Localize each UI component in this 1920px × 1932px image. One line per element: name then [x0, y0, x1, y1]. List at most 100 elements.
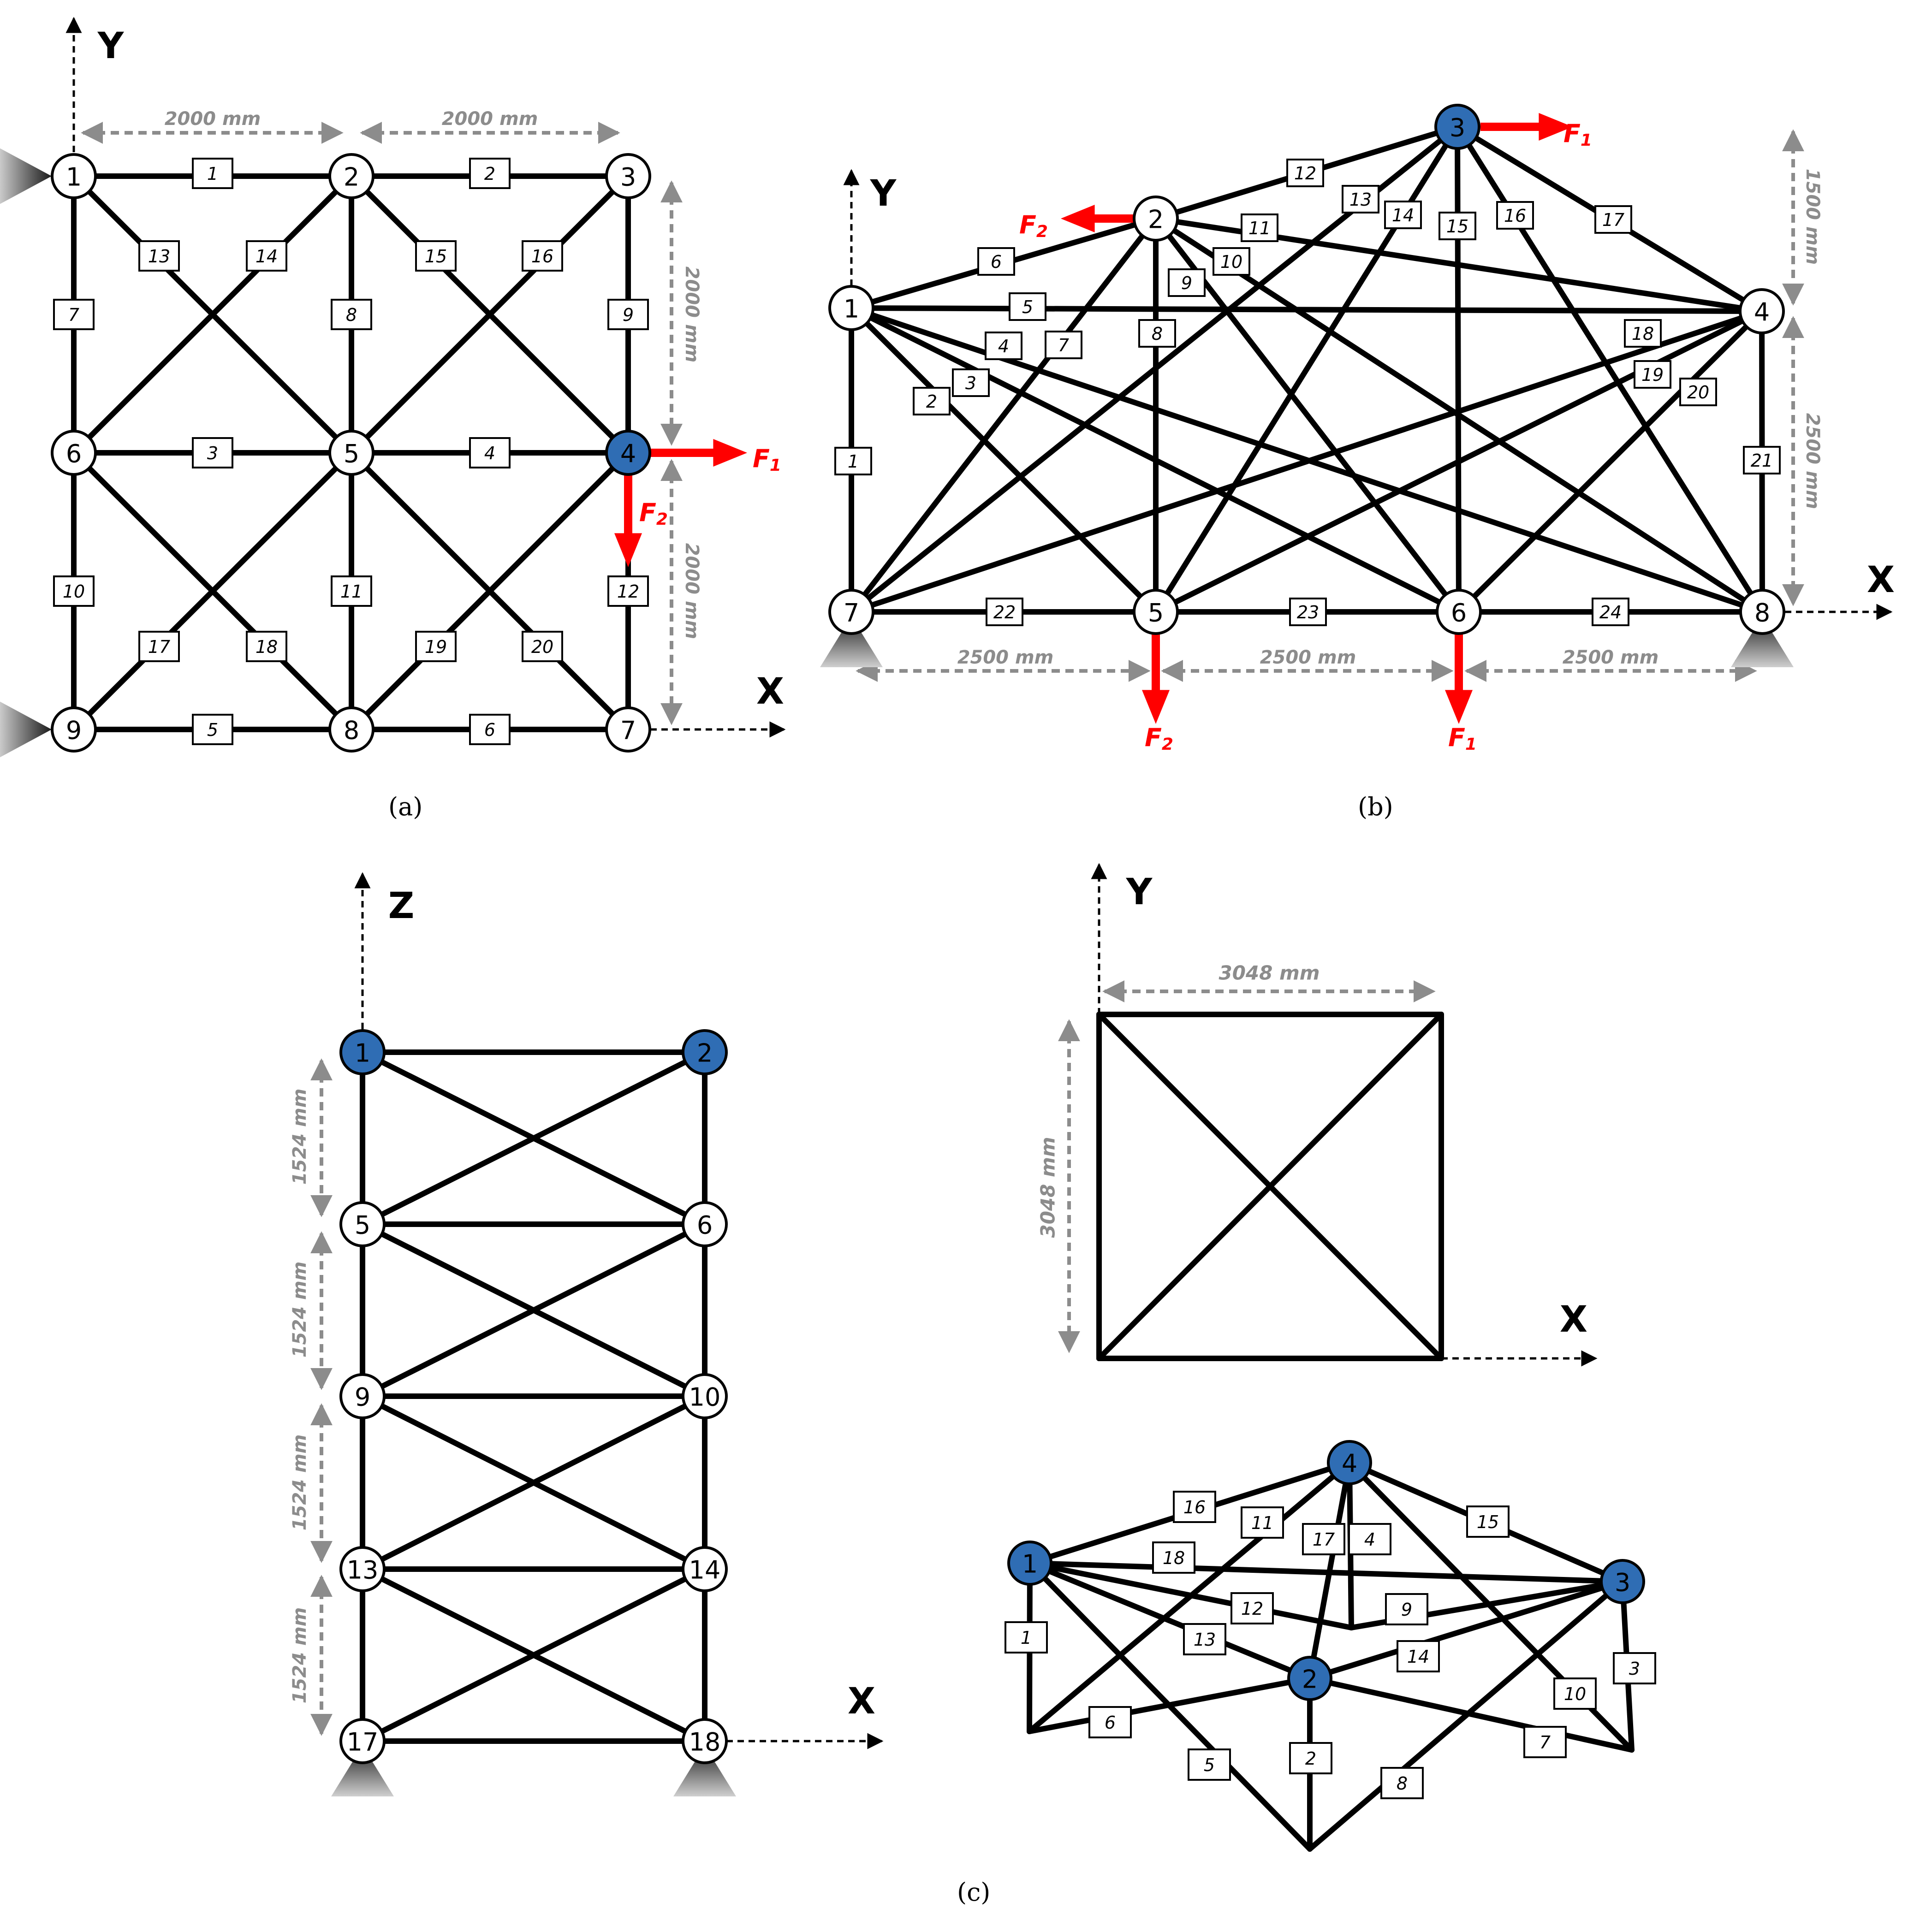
- dim-a-top-1-label: 2000 mm: [165, 108, 261, 130]
- member-cl-17: [360, 1221, 707, 1399]
- node-a-2-label: 2: [344, 163, 359, 192]
- dim-b-bottom-3-label: 2500 mm: [1563, 647, 1659, 668]
- element-cb-14-box: [1397, 1640, 1440, 1672]
- node-cb-3-label: 3: [1615, 1568, 1630, 1597]
- force-b-f2-bottom-head: [1142, 690, 1170, 724]
- element-a-7-box: [53, 299, 95, 330]
- node-a-1: [51, 153, 97, 199]
- element-b-7-text: 7: [1058, 335, 1069, 356]
- force-a-f2-label: F2: [639, 498, 668, 529]
- force-b-f1-bottom-label: F1: [1448, 723, 1477, 754]
- element-cb-10-box: [1553, 1677, 1597, 1710]
- member-cb-12: [1027, 1560, 1354, 1630]
- element-a-5-box: [192, 714, 233, 745]
- element-b-3-box: [952, 368, 990, 397]
- element-b-23-text: 23: [1297, 602, 1319, 622]
- element-a-8-box: [331, 299, 372, 330]
- member-cb-14: [1307, 1579, 1625, 1681]
- node-cl-13: [339, 1546, 386, 1592]
- node-b-5: [1133, 589, 1179, 635]
- element-a-11-box: [331, 575, 372, 607]
- support-b-node-8: [1731, 616, 1794, 667]
- element-a-14-box: [246, 240, 287, 272]
- node-b-8-label: 8: [1754, 599, 1770, 628]
- node-b-4: [1739, 288, 1785, 334]
- node-b-1: [828, 285, 874, 331]
- element-cb-6-text: 6: [1105, 1713, 1116, 1733]
- node-cl-5-label: 5: [355, 1211, 370, 1240]
- element-a-15-box: [415, 240, 457, 272]
- element-a-12-box: [607, 575, 649, 607]
- element-cb-16-box: [1173, 1491, 1216, 1523]
- dimension-layer: [81, 122, 1804, 1736]
- element-a-11-text: 11: [340, 581, 363, 602]
- member-b-20: [1456, 308, 1765, 615]
- element-cb-4-text: 4: [1364, 1529, 1375, 1550]
- dim-a-top-2-label: 2000 mm: [442, 108, 538, 130]
- node-cl-2: [682, 1029, 728, 1075]
- element-b-7-box: [1045, 331, 1082, 359]
- element-a-6-text: 6: [484, 720, 495, 740]
- element-a-2-box: [469, 158, 511, 189]
- element-b-4-text: 4: [998, 336, 1009, 356]
- element-cb-9-box: [1385, 1593, 1428, 1625]
- element-a-20-box: [522, 631, 563, 662]
- member-cl-19: [360, 1393, 707, 1572]
- node-a-7: [605, 706, 651, 753]
- node-cl-14: [682, 1546, 728, 1592]
- element-b-3-text: 3: [965, 373, 976, 393]
- force-a-f1-head: [713, 439, 747, 467]
- node-a-6: [51, 430, 97, 476]
- force-b-f1-top-label: F1: [1563, 119, 1592, 150]
- element-b-17-text: 17: [1602, 210, 1624, 230]
- force-b-f2-left-head: [1061, 205, 1095, 232]
- node-cb-3: [1600, 1559, 1645, 1604]
- member-cb-6: [1027, 1676, 1313, 1734]
- member-b-5: [849, 305, 1765, 314]
- element-cb-6-box: [1088, 1706, 1132, 1738]
- node-a-4: [605, 430, 651, 476]
- element-a-17-text: 17: [148, 637, 170, 657]
- node-cl-13-label: 13: [347, 1556, 379, 1585]
- node-cb-2: [1287, 1656, 1332, 1701]
- element-b-12-box: [1286, 159, 1324, 187]
- element-a-12-text: 12: [617, 581, 639, 602]
- node-cl-1-label: 1: [355, 1039, 370, 1068]
- member-cl-15: [360, 1049, 707, 1227]
- support-a-node-1: [0, 148, 52, 204]
- element-cb-1-text: 1: [1021, 1628, 1032, 1648]
- node-cl-14-label: 14: [689, 1556, 721, 1585]
- node-a-3-label: 3: [620, 163, 636, 192]
- element-cb-4-box: [1348, 1523, 1391, 1555]
- element-cb-13-box: [1183, 1623, 1226, 1655]
- node-a-4-label: 4: [620, 439, 636, 468]
- dim-cl-1-label: 1524 mm: [289, 1089, 310, 1185]
- node-b-3-label: 3: [1450, 113, 1465, 142]
- element-b-18-box: [1624, 319, 1662, 348]
- element-a-6-box: [469, 714, 511, 745]
- node-b-2: [1133, 196, 1179, 242]
- element-a-19-text: 19: [425, 637, 447, 657]
- element-a-4-text: 4: [484, 443, 495, 463]
- element-cb-14-text: 14: [1407, 1647, 1429, 1667]
- dim-a-right-2-label: 2000 mm: [681, 543, 702, 640]
- member-cb-8: [1307, 1579, 1625, 1852]
- dim-b-right-1-label: 1500 mm: [1802, 169, 1823, 265]
- element-b-5-box: [1009, 292, 1046, 321]
- element-a-1-box: [192, 158, 233, 189]
- element-a-13-box: [138, 240, 180, 272]
- element-b-10-text: 10: [1220, 252, 1242, 272]
- element-cb-2-box: [1289, 1742, 1332, 1774]
- axis-b-y-label: Y: [870, 173, 897, 214]
- axis-a-x-label: X: [756, 671, 784, 712]
- force-a-f1-label: F1: [753, 444, 781, 475]
- member-a-14: [71, 173, 354, 456]
- node-cl-10: [682, 1373, 728, 1419]
- element-cb-17-text: 17: [1313, 1529, 1335, 1550]
- element-cb-7-box: [1523, 1726, 1567, 1758]
- member-a-20: [349, 450, 631, 732]
- node-a-2: [328, 153, 374, 199]
- element-a-3-text: 3: [207, 443, 218, 463]
- element-b-16-box: [1496, 201, 1534, 230]
